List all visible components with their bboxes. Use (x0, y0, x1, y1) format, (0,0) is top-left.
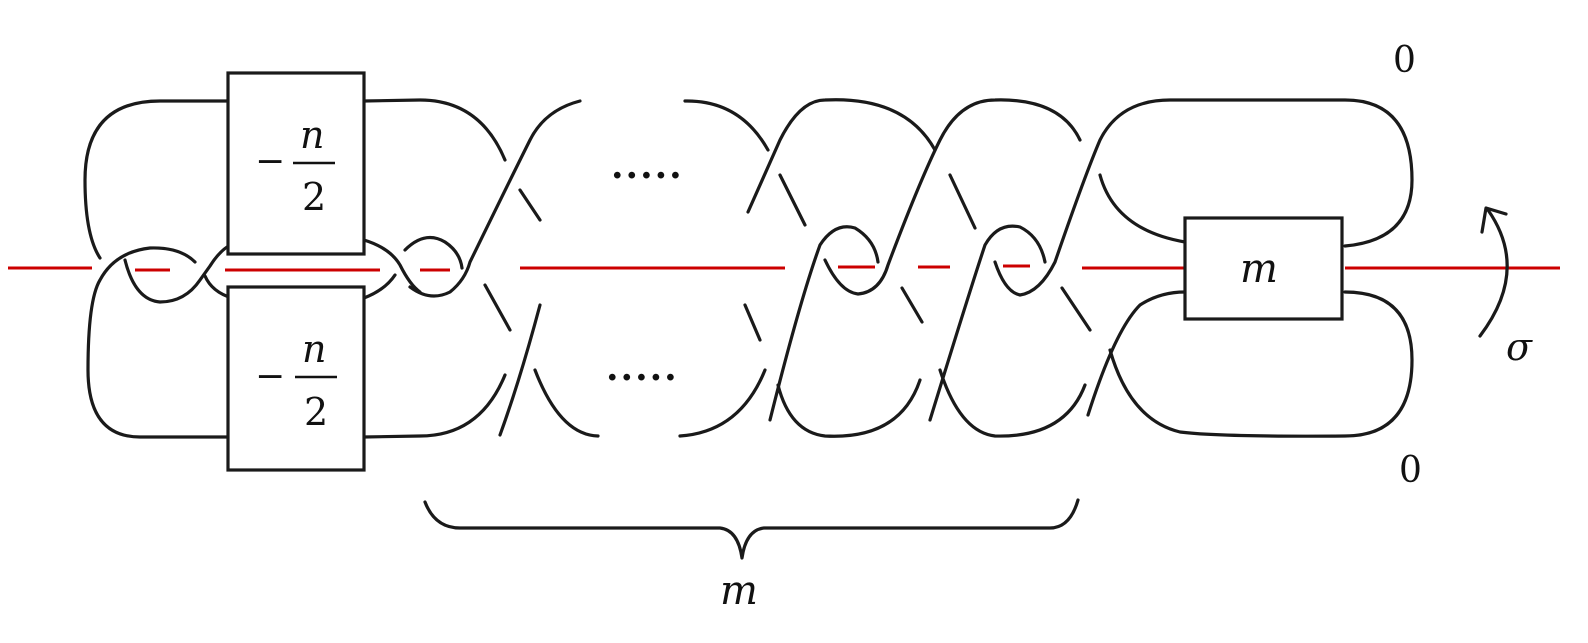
lower-box-numerator: n (302, 327, 326, 371)
rotation-symbol: σ (1506, 325, 1533, 369)
upper-box-sign: − (255, 141, 285, 182)
upper-half-twist-box (226, 71, 366, 256)
brace-label: m (720, 568, 758, 614)
framing-bottom-label: 0 (1399, 450, 1422, 491)
framing-top-label: 0 (1393, 40, 1416, 81)
upper-box-label: − n 2 (255, 113, 335, 219)
upper-box-numerator: n (300, 113, 324, 157)
upper-box-denominator: 2 (302, 175, 326, 219)
lower-box-denominator: 2 (304, 390, 328, 434)
symmetry-axis (8, 264, 1560, 272)
ellipsis-bottom: ..... (606, 347, 679, 389)
rotation-arrow (1478, 206, 1509, 338)
box-connectors (362, 98, 600, 439)
ellipsis-top: ..... (611, 145, 684, 187)
twist-region (678, 98, 1414, 438)
lower-box-sign: − (255, 356, 285, 397)
lower-half-twist-box (226, 285, 366, 472)
lower-box-label: − n 2 (255, 327, 337, 434)
brace (423, 498, 1080, 560)
full-twist-box-label: m (1240, 246, 1278, 292)
full-twist-box (1183, 216, 1344, 321)
